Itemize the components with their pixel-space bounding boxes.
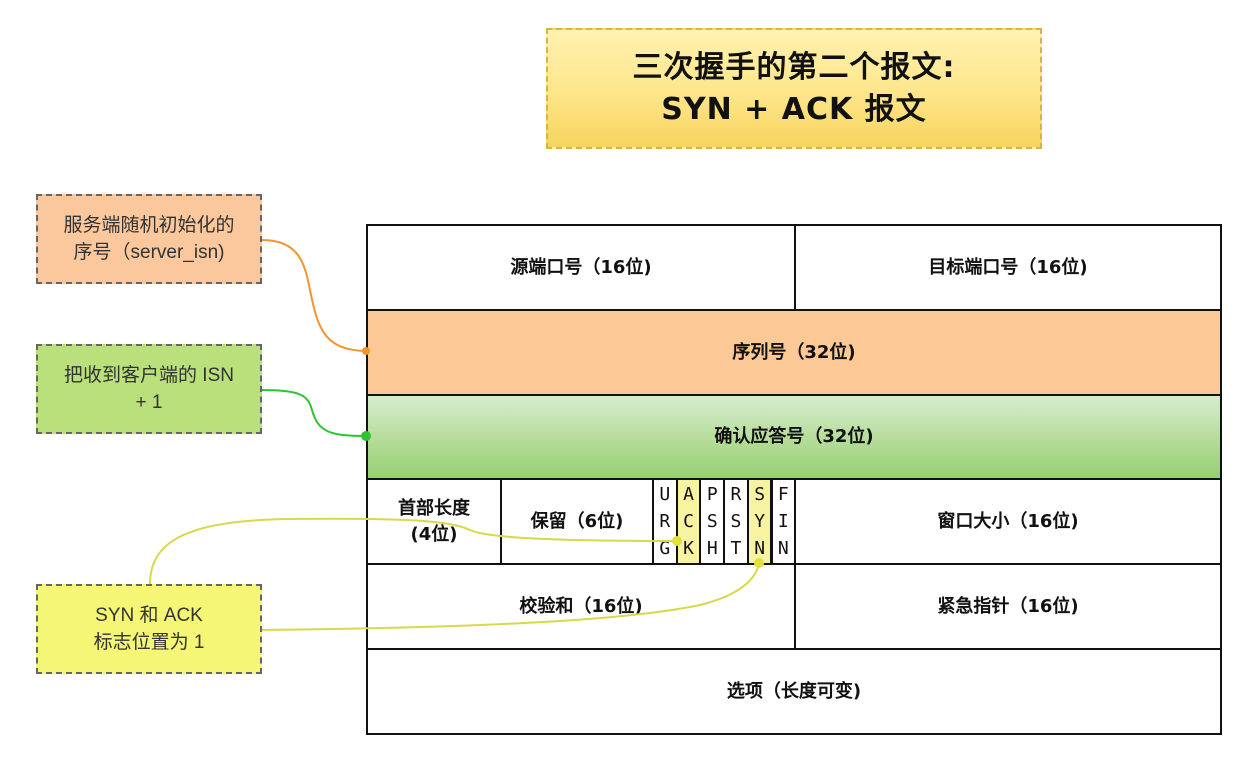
flag-letter: U bbox=[659, 484, 671, 505]
field-window-size: 窗口大小（16位) bbox=[794, 478, 1222, 565]
flag-letter: Y bbox=[754, 511, 766, 532]
flag-letter: C bbox=[683, 511, 694, 532]
field-options-label: 选项（长度可变) bbox=[726, 680, 862, 702]
field-source-port-label: 源端口号（16位) bbox=[510, 256, 652, 278]
connector-server-isn bbox=[261, 239, 367, 352]
field-options: 选项（长度可变) bbox=[366, 648, 1222, 735]
field-reserved: 保留（6位) bbox=[500, 478, 654, 565]
flag-letter: H bbox=[706, 538, 718, 559]
flag-letter: K bbox=[683, 538, 694, 559]
field-sequence-number: 序列号（32位) bbox=[366, 309, 1222, 396]
field-header-length: 首部长度 (4位) bbox=[366, 478, 502, 565]
connector-ack-isn bbox=[261, 389, 367, 437]
flag-letter: G bbox=[659, 538, 671, 559]
note-server-isn: 服务端随机初始化的 序号（server_isn) bbox=[36, 194, 262, 284]
field-header-length-line2: (4位) bbox=[410, 523, 458, 545]
field-header-length-line1: 首部长度 bbox=[398, 497, 470, 519]
field-source-port: 源端口号（16位) bbox=[366, 224, 796, 311]
flag-letter: N bbox=[754, 538, 766, 559]
field-urgent-label: 紧急指针（16位) bbox=[937, 595, 1079, 617]
flag-letter: N bbox=[777, 538, 789, 559]
note-flags-line2: 标志位置为 1 bbox=[93, 632, 205, 653]
note-server-isn-line1: 服务端随机初始化的 bbox=[63, 215, 235, 236]
flag-letter: I bbox=[777, 511, 789, 532]
flag-letter: A bbox=[683, 484, 694, 505]
flag-letter: S bbox=[706, 511, 718, 532]
field-urgent-pointer: 紧急指针（16位) bbox=[794, 563, 1222, 650]
flag-letter: S bbox=[754, 484, 766, 505]
field-checksum: 校验和（16位) bbox=[366, 563, 796, 650]
title-box: 三次握手的第二个报文: SYN + ACK 报文 bbox=[546, 28, 1042, 149]
field-ack-number: 确认应答号（32位) bbox=[366, 394, 1222, 480]
flag-letter: S bbox=[730, 511, 742, 532]
title-line-1: 三次握手的第二个报文: bbox=[632, 49, 956, 85]
field-reserved-label: 保留（6位) bbox=[530, 510, 624, 532]
note-server-isn-line2: 序号（server_isn) bbox=[73, 242, 225, 263]
flag-letter: R bbox=[659, 511, 671, 532]
flag-letter: F bbox=[777, 484, 789, 505]
field-checksum-label: 校验和（16位) bbox=[519, 595, 643, 617]
field-dest-port-label: 目标端口号（16位) bbox=[928, 256, 1088, 278]
note-ack-isn: 把收到客户端的 ISN + 1 bbox=[36, 344, 262, 434]
field-window-label: 窗口大小（16位) bbox=[937, 510, 1079, 532]
field-dest-port: 目标端口号（16位) bbox=[794, 224, 1222, 311]
flag-letter: P bbox=[706, 484, 718, 505]
note-flags-line1: SYN 和 ACK bbox=[95, 605, 203, 626]
flag-letter: R bbox=[730, 484, 742, 505]
note-ack-isn-line1: 把收到客户端的 ISN bbox=[64, 365, 234, 386]
note-ack-isn-line2: + 1 bbox=[135, 392, 163, 413]
field-ack-label: 确认应答号（32位) bbox=[714, 426, 874, 447]
field-sequence-label: 序列号（32位) bbox=[732, 341, 856, 363]
title-line-2: SYN + ACK 报文 bbox=[661, 91, 927, 127]
note-flags: SYN 和 ACK 标志位置为 1 bbox=[36, 584, 262, 674]
flag-letter: T bbox=[730, 538, 742, 559]
